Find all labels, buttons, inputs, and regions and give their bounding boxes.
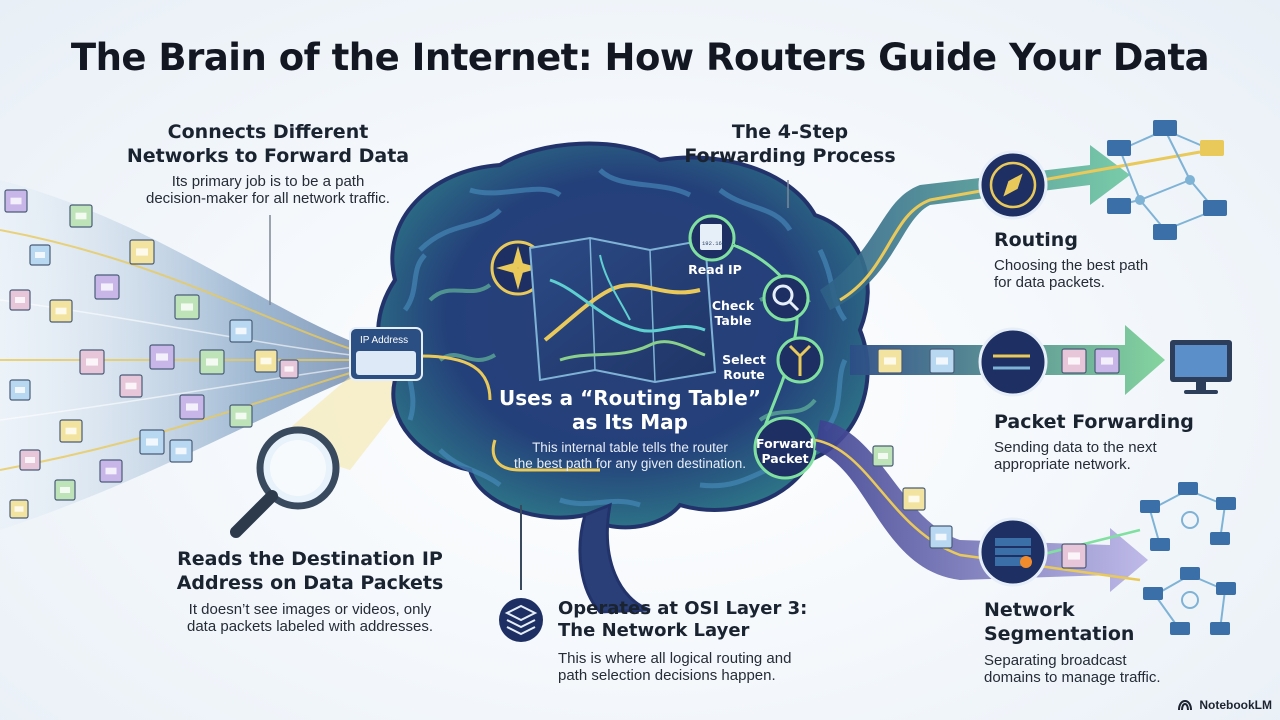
steps-heading-line-1: The 4-Step: [731, 121, 849, 143]
firewall-icon: [978, 517, 1048, 587]
ip-card-connector: [269, 180, 789, 590]
steps-heading-line-2: Forwarding Process: [684, 145, 896, 167]
segmentation-section: Network Segmentation Separating broadcas…: [984, 598, 1244, 686]
osi-heading-line-1: Operates at OSI Layer 3:: [558, 598, 808, 619]
packet-cube: [149, 344, 175, 370]
routing-arrow: [820, 145, 1201, 310]
ip-value: 192.168.1.1: [702, 240, 739, 247]
packet-cube: [19, 449, 41, 471]
data-packets-right: [872, 348, 1120, 569]
routing-table-heading-line-2: as Its Map: [572, 410, 688, 434]
packet-cube: [69, 204, 93, 228]
segmentation-heading-line-2: Segmentation: [984, 623, 1135, 645]
routing-section: Routing Choosing the best path for data …: [994, 228, 1254, 291]
routing-table-section: Uses a “Routing Table” as Its Map This i…: [480, 386, 780, 472]
packet-cube: [1061, 543, 1087, 569]
network-topology-top: [1107, 120, 1227, 240]
networks-heading-line-1: Connects Different: [167, 121, 369, 143]
osi-text-line-2: path selection decisions happen.: [558, 667, 776, 684]
monitor-icon: [1170, 340, 1232, 394]
packets-section: Reads the Destination IP Address on Data…: [150, 547, 470, 635]
packet-cube: [1094, 348, 1120, 374]
packet-cube: [9, 379, 31, 401]
packet-cube: [229, 319, 253, 343]
step-select-route: Select Route: [722, 352, 766, 382]
packet-cube: [9, 289, 31, 311]
packets-heading-line-1: Reads the Destination IP: [177, 548, 443, 570]
segmentation-text-line-1: Separating broadcast: [984, 652, 1127, 669]
steps-section-heading: The 4-Step Forwarding Process: [640, 120, 940, 168]
packet-cube: [229, 404, 253, 428]
step-read-ip: Read IP: [688, 262, 742, 277]
packets-text-line-1: It doesn’t see images or videos, only: [188, 601, 432, 618]
osi-heading-line-2: The Network Layer: [558, 620, 750, 641]
packet-cube: [1061, 348, 1087, 374]
packet-cube: [174, 294, 200, 320]
routing-table-text-line-1: This internal table tells the router: [532, 440, 728, 455]
packet-cube: [4, 189, 28, 213]
packet-cube: [9, 499, 29, 519]
packet-cube: [179, 394, 205, 420]
packet-cube: [139, 429, 165, 455]
brand-label: NotebookLM: [1199, 698, 1272, 712]
packet-cube: [279, 359, 299, 379]
forwarding-text-line-2: appropriate network.: [994, 456, 1131, 473]
segmentation-heading-line-1: Network: [984, 599, 1075, 621]
osi-text-line-1: This is where all logical routing and: [558, 650, 792, 667]
packet-cube: [902, 487, 926, 511]
routing-table-heading-line-1: Uses a “Routing Table”: [499, 386, 761, 410]
forwarding-steps-path: [688, 214, 824, 480]
ip-address-card: [349, 327, 423, 381]
packet-cube: [54, 479, 76, 501]
packet-cube: [79, 349, 105, 375]
packets-heading-line-2: Address on Data Packets: [176, 572, 444, 594]
osi-section: Operates at OSI Layer 3: The Network Lay…: [558, 598, 858, 684]
packet-cube: [129, 239, 155, 265]
notebooklm-logo-icon: [1178, 699, 1192, 711]
packet-cube: [199, 349, 225, 375]
segmentation-text-line-2: domains to manage traffic.: [984, 669, 1161, 686]
packet-cube: [169, 439, 193, 463]
arrows-forward-icon: [978, 327, 1048, 397]
compass-icon: [978, 150, 1048, 220]
network-topology-bottom: [1140, 482, 1236, 635]
packet-cube: [877, 348, 903, 374]
layers-icon: [499, 598, 543, 642]
step-forward-packet: Forward Packet: [756, 436, 814, 466]
forwarding-text-line-1: Sending data to the next: [994, 439, 1157, 456]
networks-heading-line-2: Networks to Forward Data: [126, 145, 410, 167]
routing-table-map: [528, 236, 717, 384]
packet-cube: [29, 244, 51, 266]
routing-text-line-2: for data packets.: [994, 274, 1105, 291]
networks-section: Connects Different Networks to Forward D…: [118, 120, 418, 207]
ip-address-label: IP Address: [360, 335, 409, 346]
packet-cube: [929, 348, 955, 374]
packet-cube: [94, 274, 120, 300]
networks-text-line-2: decision-maker for all network traffic.: [146, 190, 390, 207]
routing-heading: Routing: [994, 229, 1078, 251]
incoming-data-stream: [0, 180, 361, 530]
packet-cube: [59, 419, 83, 443]
packet-cube: [99, 459, 123, 483]
routing-table-text-line-2: the best path for any given destination.: [514, 456, 746, 471]
forwarding-heading: Packet Forwarding: [994, 411, 1194, 433]
networks-text-line-1: Its primary job is to be a path: [171, 173, 365, 190]
routing-text-line-1: Choosing the best path: [994, 257, 1149, 274]
page-title: The Brain of the Internet: How Routers G…: [70, 36, 1210, 79]
packet-cube: [929, 525, 953, 549]
data-packets-left: [4, 189, 299, 519]
step-check-table: Check Table: [711, 298, 755, 328]
packet-cube: [49, 299, 73, 323]
packet-cube: [119, 374, 143, 398]
packet-cube: [872, 445, 894, 467]
magnifying-glass-icon: [230, 368, 420, 538]
packet-cube: [254, 349, 278, 373]
forwarding-section: Packet Forwarding Sending data to the ne…: [994, 410, 1254, 473]
packets-text-line-2: data packets labeled with addresses.: [187, 618, 433, 635]
